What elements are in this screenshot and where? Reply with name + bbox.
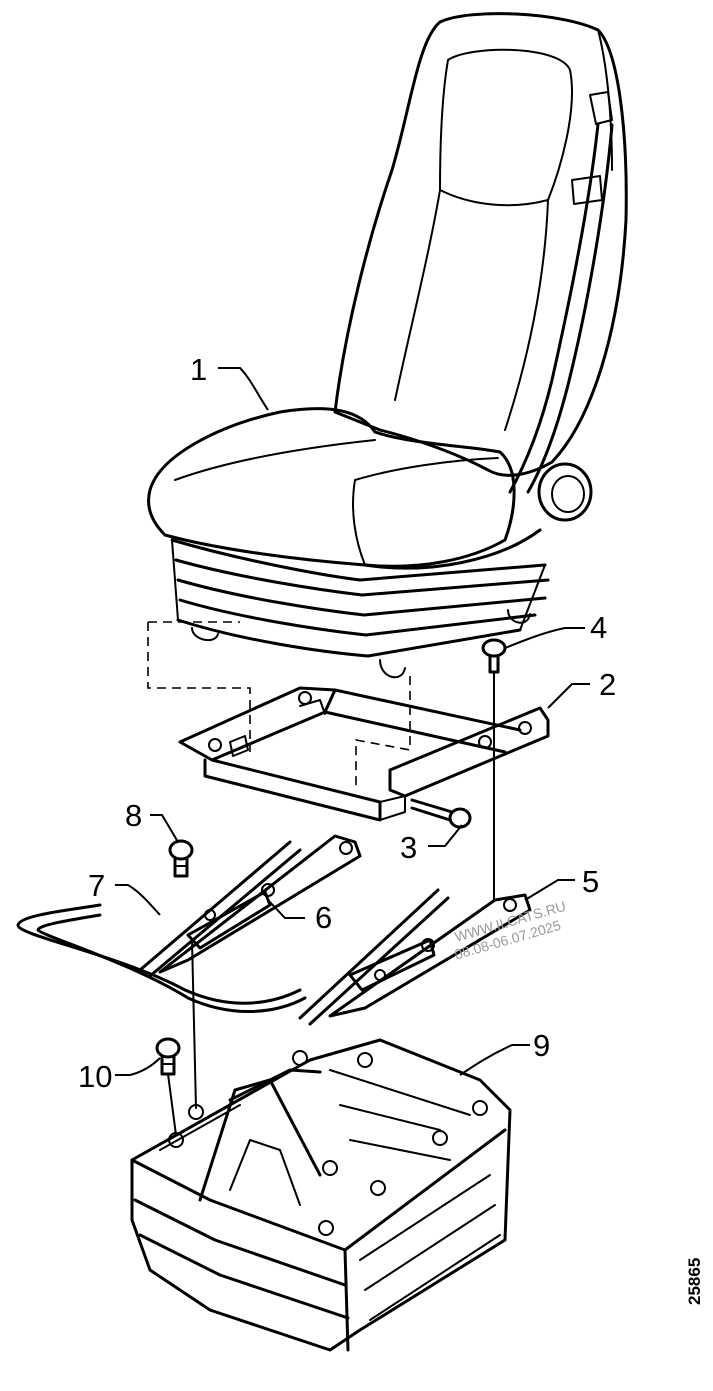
drawing-number: 25865 (685, 1258, 704, 1305)
callout-3: 3 (400, 830, 417, 865)
mounting-frame (178, 686, 550, 822)
seat-base (130, 1038, 512, 1352)
callout-9: 9 (533, 1028, 550, 1063)
bolt-8 (168, 839, 194, 878)
callout-4: 4 (590, 610, 607, 645)
callout-7: 7 (88, 868, 105, 903)
slide-rails (16, 834, 532, 1026)
callout-5: 5 (582, 864, 599, 899)
callout-10: 10 (78, 1059, 112, 1094)
alignment-line-left (191, 939, 197, 1109)
alignment-projection-lines (147, 621, 411, 790)
callout-2: 2 (599, 667, 616, 702)
callout-1: 1 (190, 352, 207, 387)
bolt-3 (410, 798, 472, 829)
seat-assembly (147, 12, 628, 679)
callout-6: 6 (315, 900, 332, 935)
leader-lines (115, 367, 590, 1076)
screw-4 (481, 638, 507, 901)
watermark: WWW.ILCATS.RU 08.08-06.07.2025 (453, 898, 568, 963)
callout-8: 8 (125, 798, 142, 833)
bolt-10 (155, 1037, 181, 1136)
